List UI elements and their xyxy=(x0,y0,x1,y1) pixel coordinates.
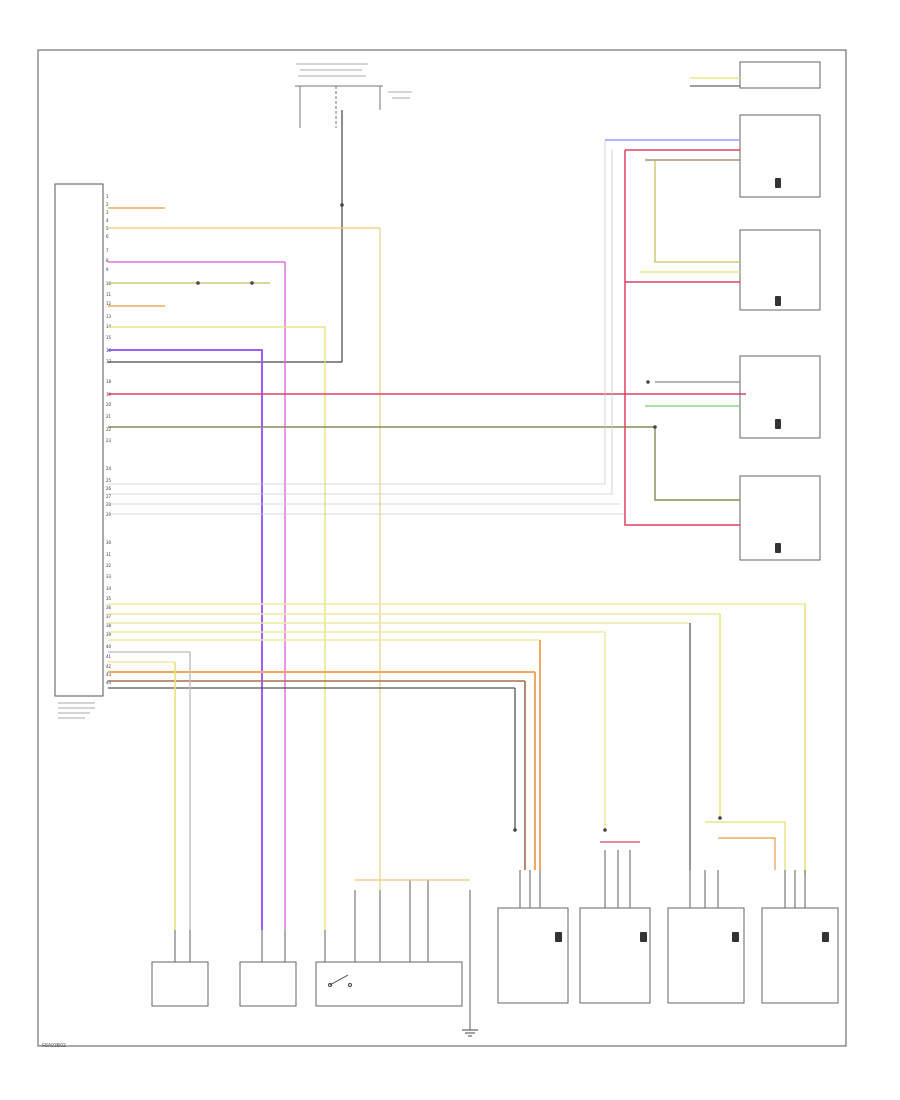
svg-text:22: 22 xyxy=(106,427,112,432)
switch-bundle xyxy=(355,821,786,881)
svg-text:7: 7 xyxy=(106,248,109,253)
svg-text:6: 6 xyxy=(106,234,109,239)
diagram-frame xyxy=(37,49,847,1047)
bottom-speaker-icons xyxy=(555,932,829,942)
svg-text:21: 21 xyxy=(106,414,112,419)
svg-text:5: 5 xyxy=(106,226,109,231)
svg-text:23: 23 xyxy=(106,438,112,443)
svg-text:30: 30 xyxy=(106,540,112,545)
diagram-reference-code: F8A03B02 xyxy=(42,1043,66,1049)
fuse-box-block xyxy=(295,63,412,128)
svg-text:15: 15 xyxy=(106,335,112,340)
svg-text:9: 9 xyxy=(106,267,109,272)
svg-text:38: 38 xyxy=(106,623,112,628)
data-bus-wires xyxy=(108,140,625,515)
svg-text:43: 43 xyxy=(106,672,112,677)
svg-text:28: 28 xyxy=(106,502,112,507)
right-wiring xyxy=(605,77,740,526)
connector-pin-icon xyxy=(196,203,722,832)
module-label-lines xyxy=(58,702,95,719)
right-components xyxy=(739,61,821,561)
svg-text:20: 20 xyxy=(106,402,112,407)
svg-text:26: 26 xyxy=(106,486,112,491)
svg-text:36: 36 xyxy=(106,605,112,610)
svg-text:13: 13 xyxy=(106,314,112,319)
svg-text:24: 24 xyxy=(106,466,112,471)
svg-text:35: 35 xyxy=(106,596,112,601)
svg-text:11: 11 xyxy=(106,292,112,297)
module-wires xyxy=(108,207,746,930)
ground-symbol xyxy=(462,1029,478,1037)
svg-text:25: 25 xyxy=(106,478,112,483)
bottom-stubs xyxy=(174,850,806,1030)
svg-text:34: 34 xyxy=(106,586,112,591)
control-module xyxy=(54,183,104,697)
svg-text:42: 42 xyxy=(106,664,112,669)
svg-text:18: 18 xyxy=(106,379,112,384)
feed-wire xyxy=(108,110,343,363)
svg-text:33: 33 xyxy=(106,574,112,579)
svg-text:27: 27 xyxy=(106,494,112,499)
svg-text:29: 29 xyxy=(106,512,112,517)
svg-text:3: 3 xyxy=(106,210,109,215)
svg-text:40: 40 xyxy=(106,644,112,649)
svg-text:4: 4 xyxy=(106,218,109,223)
svg-text:12: 12 xyxy=(106,301,112,306)
svg-text:39: 39 xyxy=(106,632,112,637)
speaker-icons-right xyxy=(775,178,781,553)
bottom-components xyxy=(151,907,839,1007)
svg-text:8: 8 xyxy=(106,258,109,263)
speaker-bundle-wires xyxy=(108,603,806,930)
svg-text:41: 41 xyxy=(106,654,112,659)
switch-icon xyxy=(328,974,352,987)
svg-text:1: 1 xyxy=(106,194,109,199)
svg-text:32: 32 xyxy=(106,563,112,568)
svg-text:2: 2 xyxy=(106,202,109,207)
svg-text:31: 31 xyxy=(106,552,112,557)
svg-text:37: 37 xyxy=(106,614,112,619)
svg-text:44: 44 xyxy=(106,680,112,685)
